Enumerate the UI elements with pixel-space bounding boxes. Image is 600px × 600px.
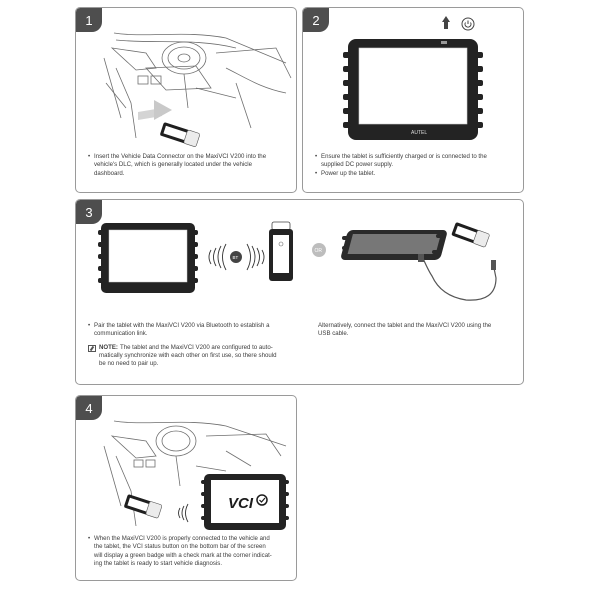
bluetooth-label: BT: [233, 255, 239, 260]
step-3-right-text: Alternatively, connect the tablet and th…: [318, 322, 518, 339]
text-line: Ensure the tablet is sufficiently charge…: [321, 153, 487, 160]
note-label: NOTE:: [99, 343, 118, 351]
step-1-card: 1 • Insert the Vehicle Data Connector on…: [75, 7, 297, 193]
arrow-up-icon: [442, 16, 450, 29]
text-line: Pair the tablet with the MaxiVCI V200 vi…: [94, 322, 270, 329]
bullet-marker: •: [315, 169, 318, 177]
bullet-marker: •: [88, 153, 91, 160]
text-line: Power up the tablet.: [321, 169, 376, 177]
step-4-card: VCI 4 • When the MaxiVCI V200 is properl…: [75, 395, 297, 581]
text-line: communication link.: [94, 330, 148, 338]
text-line: ing the tablet is ready to start vehicle…: [94, 559, 223, 567]
text-line: be no need to pair up.: [99, 360, 159, 368]
text-line: When the MaxiVCI V200 is properly connec…: [94, 535, 270, 542]
step-1-text: • Insert the Vehicle Data Connector on t…: [88, 153, 293, 178]
note-block: NOTE:The tablet and the MaxiVCI V200 are…: [88, 344, 303, 369]
pairing-illustration: BT OR: [98, 221, 497, 301]
text-line: the tablet, the VCI status button on the…: [94, 543, 266, 551]
or-label: OR: [315, 248, 323, 254]
note-pencil-icon: [88, 344, 96, 352]
text-line: USB cable.: [318, 330, 349, 338]
vci-screen-text: VCI: [228, 495, 254, 512]
power-icon: [461, 17, 475, 31]
tablet-power-illustration: AUTEL: [343, 16, 483, 140]
text-line: will display a green badge with a check …: [94, 551, 272, 559]
step-number-badge: 3: [76, 200, 102, 224]
bullet-marker: •: [88, 535, 91, 542]
bullet-marker: •: [88, 322, 91, 329]
vci-connected-illustration: VCI: [103, 420, 289, 530]
text-line: supplied DC power supply.: [321, 161, 394, 169]
step-3-card: BT OR 3 • Pair the: [75, 199, 524, 385]
step-2-text: • Ensure the tablet is sufficiently char…: [315, 153, 520, 178]
step-number-badge: 1: [76, 8, 102, 32]
step-4-text: • When the MaxiVCI V200 is properly conn…: [88, 535, 293, 568]
bullet-marker: •: [315, 153, 318, 160]
check-mark-icon: [259, 497, 266, 503]
step-number-badge: 4: [76, 396, 102, 420]
step-number-badge: 2: [303, 8, 329, 32]
text-line: Insert the Vehicle Data Connector on the…: [94, 153, 267, 160]
text-line: The tablet and the MaxiVCI V200 are conf…: [119, 343, 273, 351]
step-2-card: AUTEL 2 • Ensure the tablet is sufficien…: [302, 7, 524, 193]
text-line: matically synchronize with each other on…: [99, 351, 277, 359]
text-line: vehicle's DLC, which is generally locate…: [94, 161, 252, 169]
text-line: dashboard.: [94, 169, 125, 177]
car-dashboard-illustration: [103, 32, 292, 147]
brand-label: AUTEL: [411, 130, 427, 136]
text-line: Alternatively, connect the tablet and th…: [318, 322, 492, 329]
step-3-left-text: • Pair the tablet with the MaxiVCI V200 …: [88, 322, 303, 368]
